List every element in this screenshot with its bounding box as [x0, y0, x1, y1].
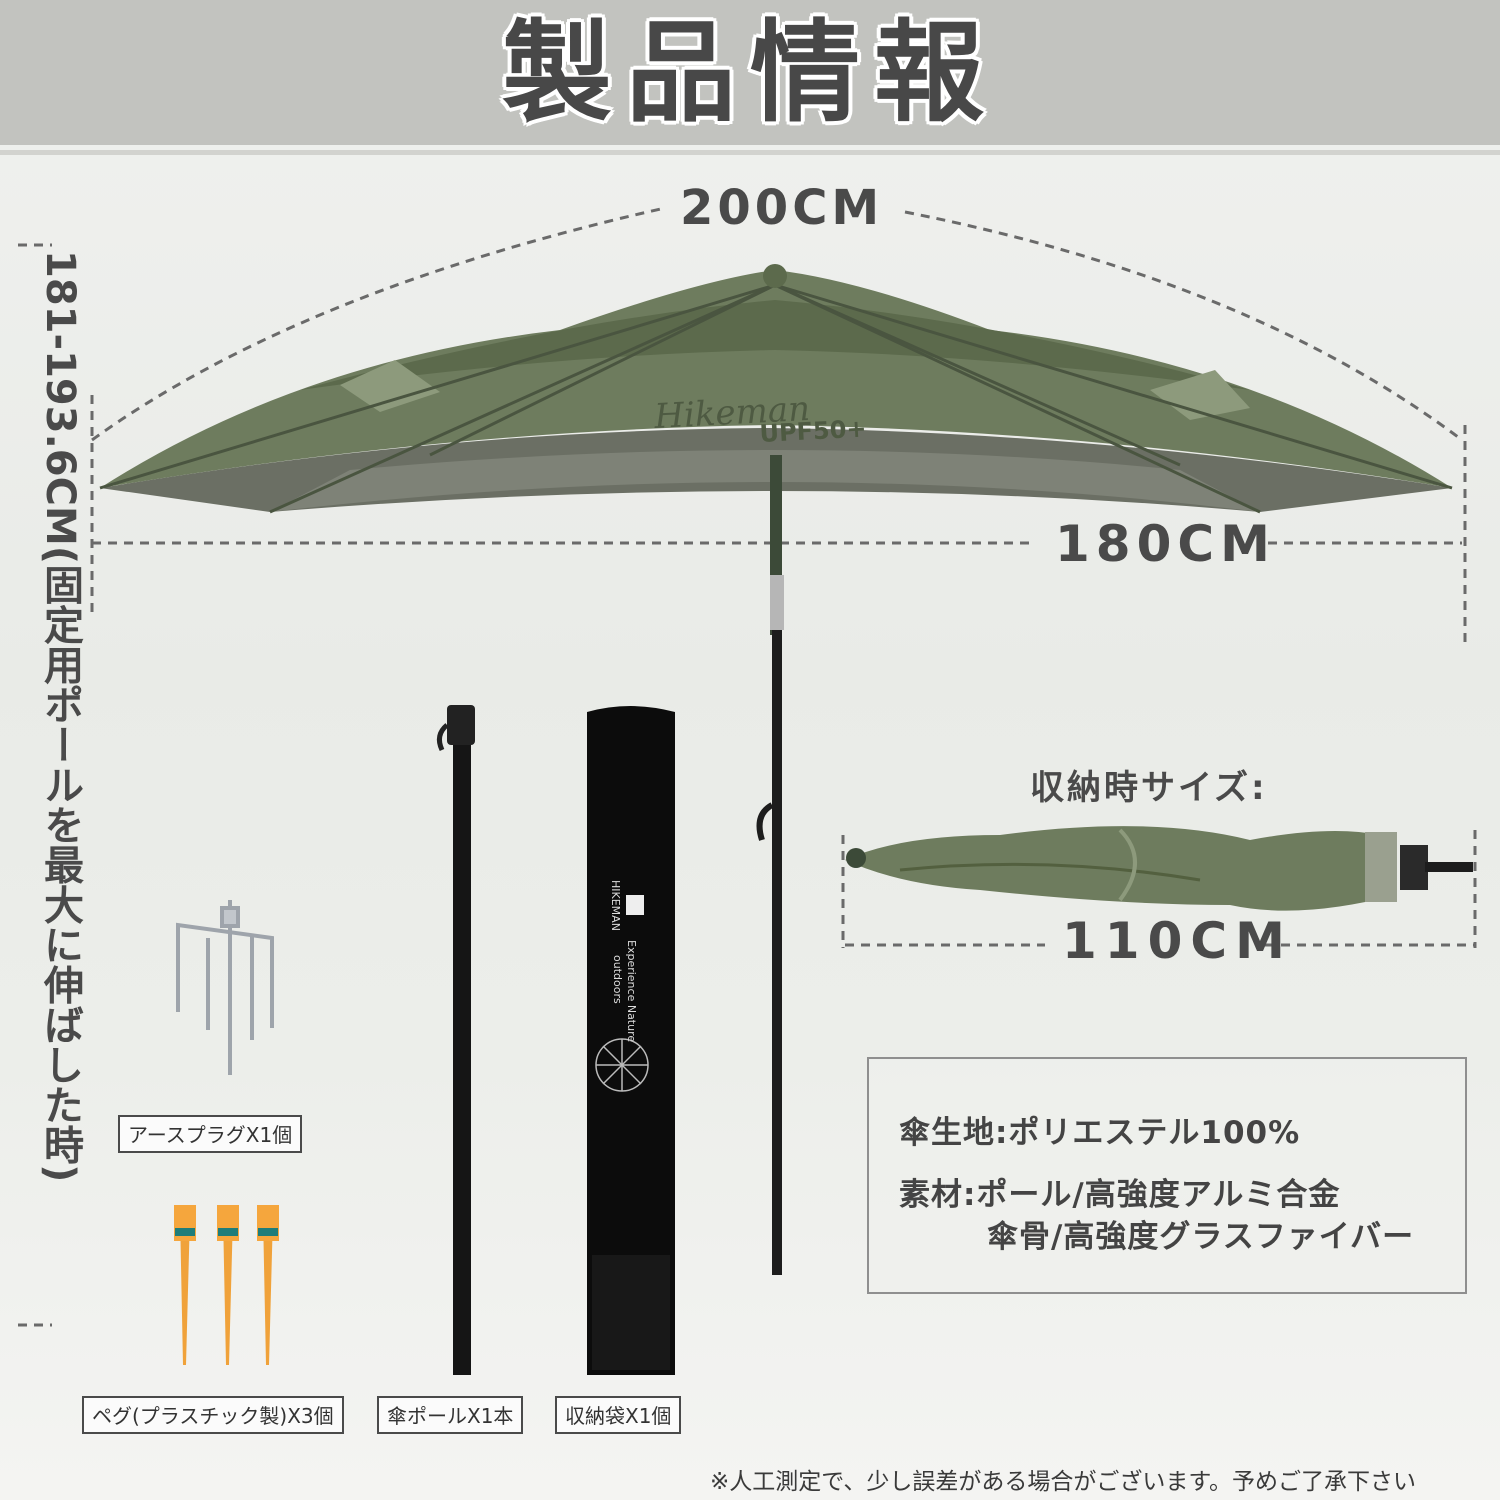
pole-label: 傘ポールX1本	[377, 1396, 524, 1434]
spec-material-ribs: 傘骨/高強度グラスファイバー	[987, 1219, 1415, 1255]
header-banner	[0, 0, 1500, 145]
width-open-label: 200CM	[680, 180, 884, 236]
width-arc-right	[904, 210, 1463, 442]
earth-plug	[176, 900, 274, 1075]
fixing-pole	[436, 705, 475, 1375]
bag-brand: HIKEMAN	[609, 880, 622, 931]
width-arc-left	[91, 206, 666, 442]
bag-slogan-1: Experience Nature	[625, 940, 638, 1042]
canopy-brand: Hikeman	[652, 389, 811, 437]
height-range-label: 181-193.6CM(固定用ポールを最大に伸ばした時)	[37, 250, 83, 1183]
open-umbrella: Hikeman UPF50+	[99, 264, 1453, 1275]
canopy-span-label: 180CM	[1055, 515, 1276, 573]
umbrella-shaft-lower	[772, 630, 782, 1275]
page-title: 製品情報	[502, 9, 998, 137]
spec-material-pole: 素材:ポール/高強度アルミ合金	[899, 1177, 1341, 1213]
spec-fabric: 傘生地:ポリエステル100%	[899, 1115, 1301, 1151]
closed-umbrella	[845, 826, 1473, 911]
plastic-pegs	[174, 1205, 279, 1365]
storage-size-label: 収納時サイズ:	[1030, 768, 1268, 808]
dimension-guides	[18, 206, 1477, 1327]
canopy-rating: UPF50+	[759, 414, 867, 448]
header-divider	[0, 150, 1500, 155]
earth-plug-label: アースプラグX1個	[118, 1115, 303, 1153]
storage-length-label: 110CM	[1062, 912, 1293, 970]
bag-slogan-2: outdoors	[611, 955, 624, 1004]
storage-bag: HIKEMAN Experience Nature outdoors	[587, 706, 675, 1375]
measurement-footnote: ※人工測定で、少し誤差がある場合がございます。予めご了承下さい	[710, 1469, 1417, 1495]
spec-box: 傘生地:ポリエステル100% 素材:ポール/高強度アルミ合金 傘骨/高強度グラス…	[867, 1057, 1467, 1294]
bag-label: 収納袋X1個	[555, 1396, 682, 1434]
canopy	[100, 270, 1452, 488]
pegs-label: ペグ(プラスチック製)X3個	[82, 1396, 344, 1434]
